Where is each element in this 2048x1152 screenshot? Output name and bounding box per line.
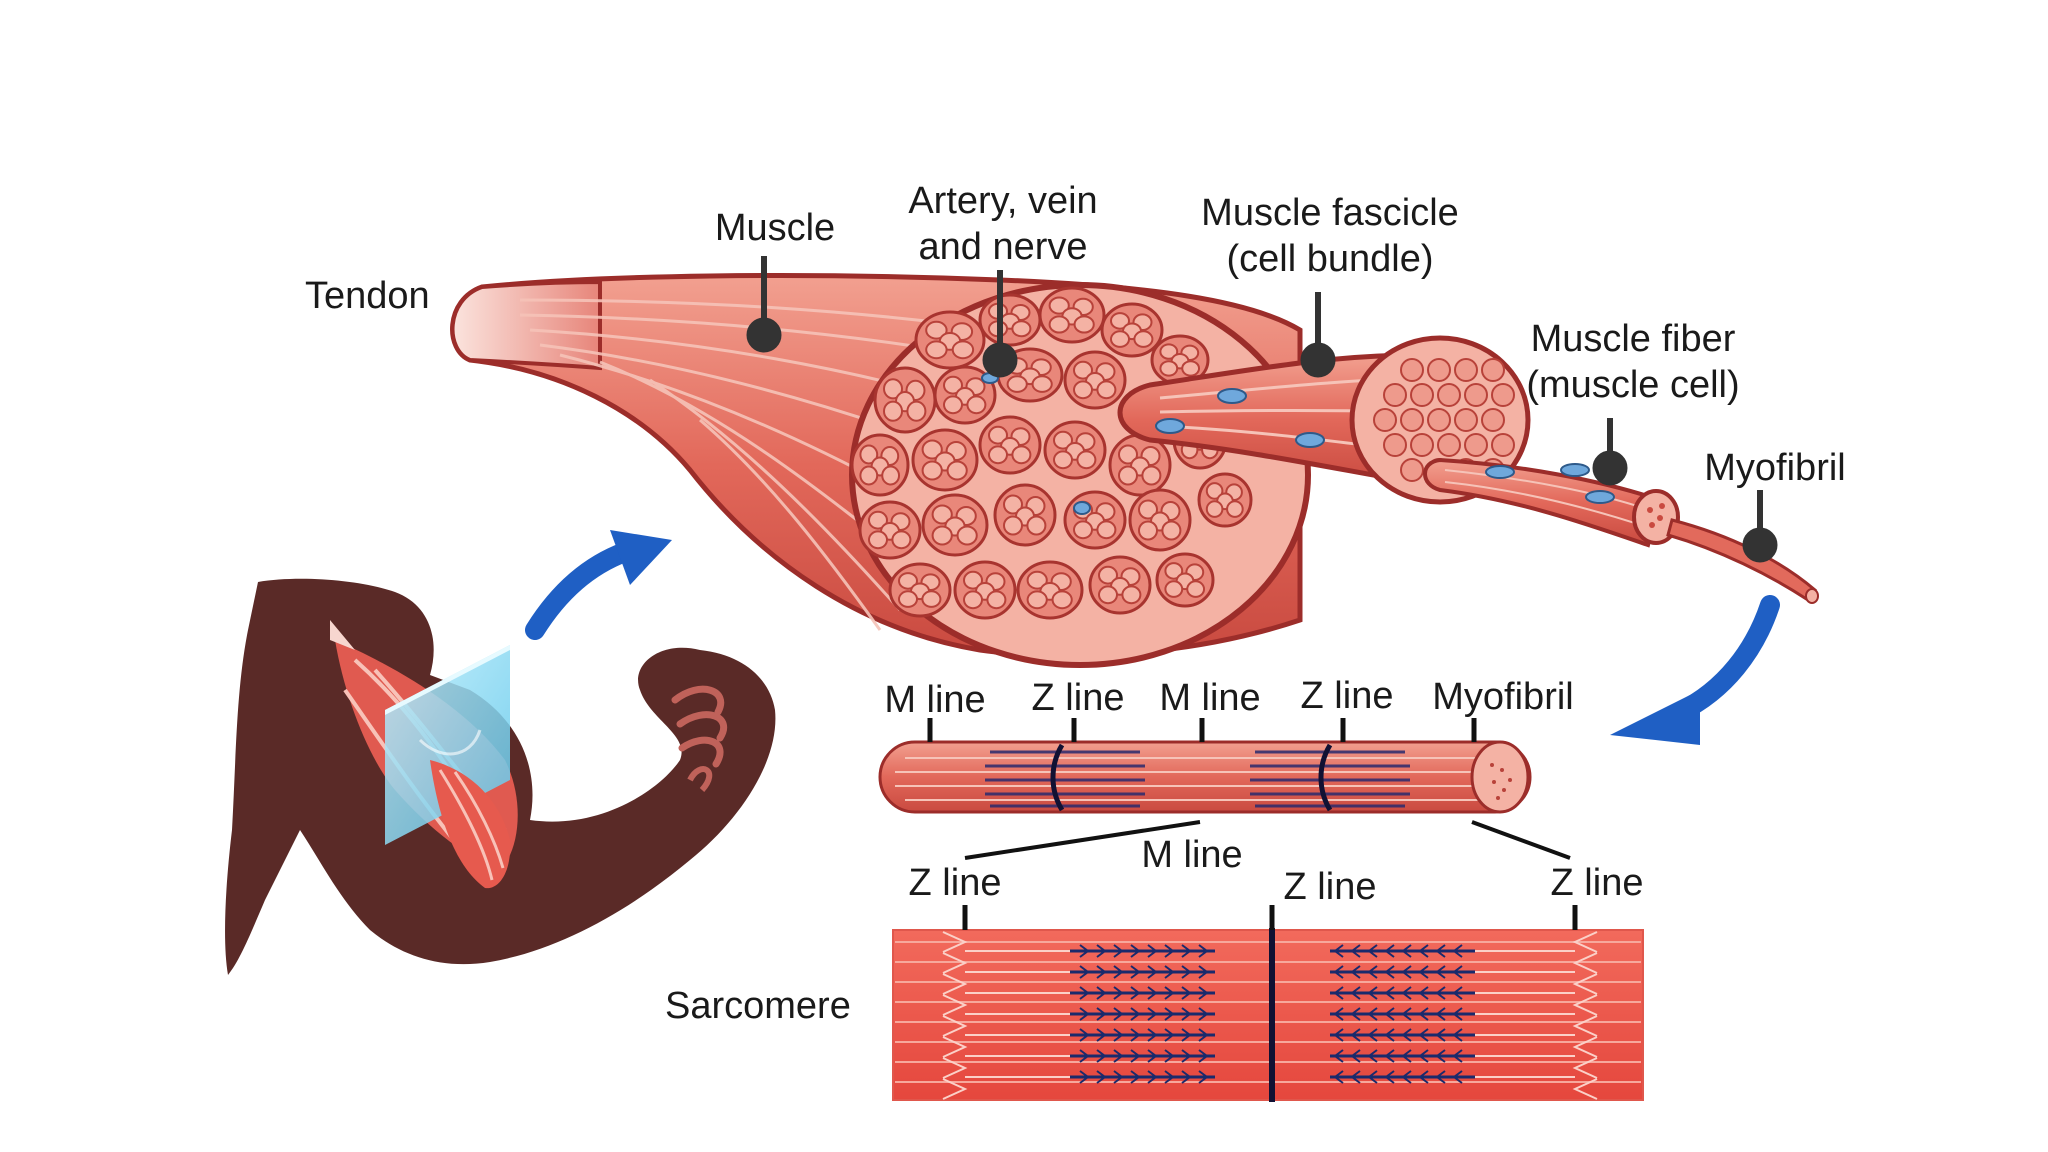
fascicle-bundle — [1016, 560, 1084, 620]
fascicle-bundle — [914, 310, 986, 370]
myofibril-detail — [878, 718, 1571, 860]
fiber-cell — [1454, 358, 1478, 382]
fascicle-bundle — [921, 493, 989, 557]
fiber-cell — [1427, 358, 1451, 382]
sarcomere — [892, 905, 1644, 1102]
fiber-cell — [1410, 383, 1434, 407]
pointer-pin-icon — [982, 342, 1018, 378]
fascicle-bundle — [1128, 488, 1192, 552]
fiber-cell — [1400, 358, 1424, 382]
pointer-pin-icon — [1300, 342, 1336, 378]
fascicle-bundle — [978, 293, 1042, 347]
label-muscle-fascicle: Muscle fascicle (cell bundle) — [1201, 190, 1459, 282]
fascicle-bundle — [858, 500, 922, 560]
fiber-cell — [1410, 433, 1434, 457]
fascicle-bundle — [978, 415, 1042, 475]
fiber-cell — [1464, 383, 1488, 407]
fiber-cell — [1437, 383, 1461, 407]
fascicle-bundle — [1088, 555, 1152, 615]
fascicle-bundle — [1063, 490, 1127, 550]
fiber-cell — [1383, 383, 1407, 407]
fascicle-bundle — [933, 365, 997, 425]
fascicle-bundle — [1100, 302, 1164, 358]
fascicle-bundle — [1038, 286, 1106, 344]
pointer-pin-icon — [1592, 450, 1628, 486]
fascicle-bundle — [993, 483, 1057, 547]
label-artery-line2: and nerve — [918, 226, 1088, 268]
label-tendon: Tendon — [305, 275, 430, 317]
curved-arrow-down-icon — [1610, 595, 1780, 745]
fiber-cell — [1437, 433, 1461, 457]
fascicle — [1117, 335, 1531, 505]
label-z-line-right: Z line — [1550, 862, 1644, 904]
fiber-cell — [1383, 433, 1407, 457]
fascicle-bundle — [1150, 334, 1210, 386]
fiber-cell — [1400, 408, 1424, 432]
fascicle-bundle — [1063, 350, 1127, 410]
muscle-fiber — [1423, 457, 1680, 548]
label-muscle-fiber: Muscle fiber (muscle cell) — [1526, 316, 1739, 408]
fiber-cell — [1481, 408, 1505, 432]
pointer-pins — [746, 256, 1778, 563]
label-muscle: Muscle — [714, 207, 836, 249]
label-z-line-2: Z line — [1300, 675, 1394, 717]
fascicle-bundle — [1197, 472, 1253, 528]
label-m-line-1: M line — [884, 679, 986, 721]
label-fiber-line1: Muscle fiber — [1530, 318, 1736, 360]
label-fascicle-line1: Muscle fascicle — [1201, 192, 1459, 234]
fiber-cell — [1400, 458, 1424, 482]
label-myofibril-top: Myofibril — [1704, 447, 1846, 489]
fiber-cell — [1427, 408, 1451, 432]
fascicle-bundle — [953, 560, 1017, 620]
fiber-cell — [1464, 433, 1488, 457]
fascicle-bundle — [911, 428, 979, 492]
fascicle-bundle — [1043, 420, 1107, 480]
label-myofibril-2: Myofibril — [1432, 676, 1574, 718]
label-m-line-center: M line — [1141, 834, 1243, 876]
label-z-line-left: Z line — [908, 862, 1002, 904]
label-fiber-line2: (muscle cell) — [1526, 364, 1740, 406]
fiber-cell — [1491, 383, 1515, 407]
fiber-cell — [1491, 433, 1515, 457]
muscle-cross-section — [849, 282, 1311, 668]
fascicle-bundle — [873, 366, 937, 434]
fascicle-bundle — [1108, 433, 1172, 497]
fiber-cell — [1373, 408, 1397, 432]
label-z-line-center: Z line — [1283, 866, 1377, 908]
label-fascicle-line2: (cell bundle) — [1226, 238, 1434, 280]
pointer-pin-icon — [746, 317, 782, 353]
fiber-cell — [1481, 358, 1505, 382]
curved-arrow-up-icon — [525, 530, 672, 640]
fascicle-bundle — [850, 433, 910, 497]
fiber-cell — [1454, 408, 1478, 432]
pointer-pin-icon — [1742, 527, 1778, 563]
label-artery-vein-nerve: Artery, vein and nerve — [908, 178, 1097, 270]
label-z-line-1: Z line — [1031, 677, 1125, 719]
label-m-line-2: M line — [1159, 677, 1261, 719]
fascicle-bundle — [1155, 552, 1215, 608]
label-sarcomere: Sarcomere — [665, 985, 851, 1027]
label-artery-line1: Artery, vein — [908, 180, 1098, 222]
vessel-icon — [1073, 501, 1091, 515]
fascicle-bundle — [888, 562, 952, 618]
arm-biceps-front — [430, 760, 511, 889]
myofibril-strand — [1666, 518, 1819, 604]
